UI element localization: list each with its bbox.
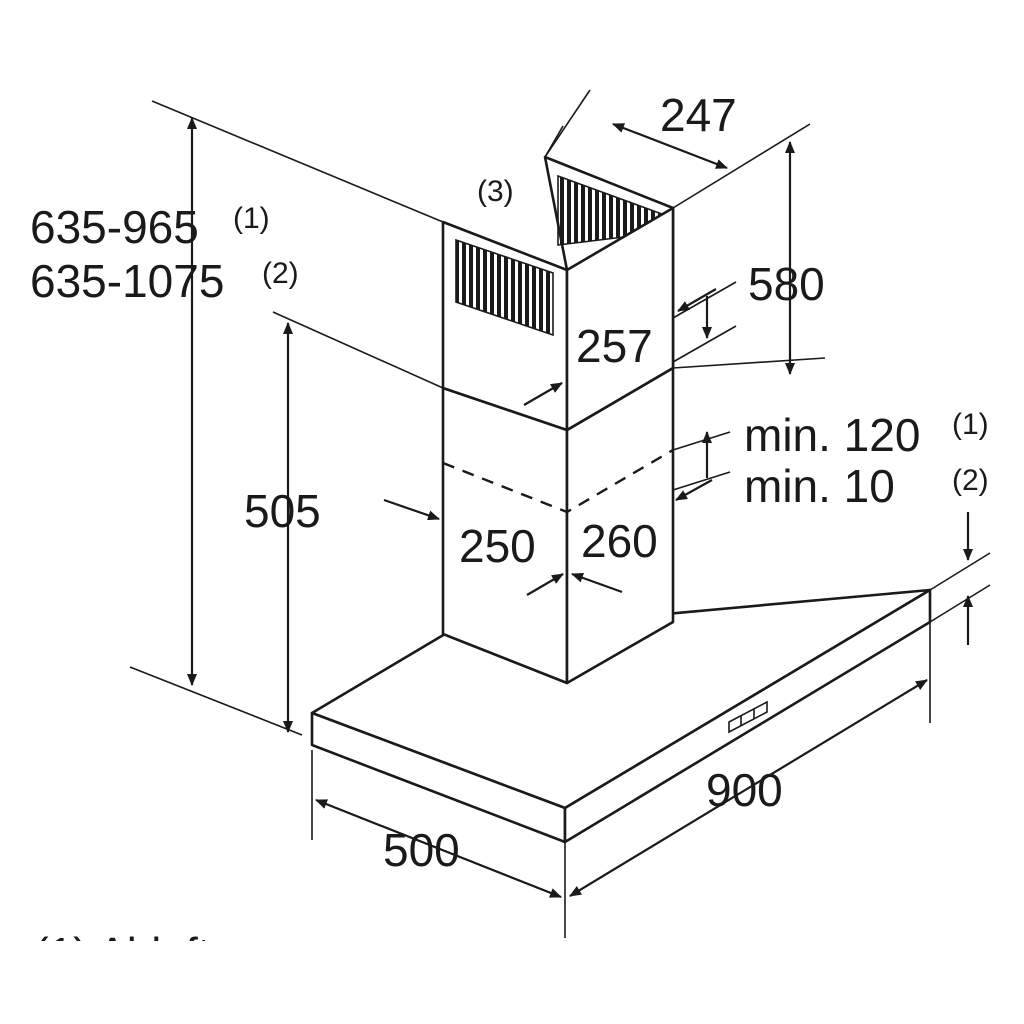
vent-grille-icon bbox=[455, 238, 554, 337]
label-chimney-upper-height: 580 bbox=[748, 258, 825, 310]
extension-lines bbox=[129, 89, 991, 938]
label-height-total-2: 635-1075 bbox=[30, 255, 224, 307]
dim-260-arrow-left-icon bbox=[526, 573, 564, 596]
crop-mask-bottom bbox=[0, 941, 1024, 1024]
label-chimney-upper-width: 257 bbox=[576, 320, 653, 372]
vent-grille-rear-icon bbox=[557, 174, 664, 246]
label-clearance-2-note: (2) bbox=[952, 464, 989, 497]
label-chimney-upper-depth: 247 bbox=[660, 89, 737, 141]
dim-257-arrow-in-icon bbox=[677, 288, 717, 312]
chimney-upper bbox=[441, 155, 675, 432]
label-height-total-1: 635-965 bbox=[30, 201, 199, 253]
overlap-dashed-line bbox=[442, 448, 674, 514]
dimension-labels: 635-965 (1) 635-1075 (2) 505 247 580 257… bbox=[30, 89, 989, 978]
label-hood-depth: 500 bbox=[383, 824, 460, 876]
crop-mask-right bbox=[990, 400, 1024, 510]
label-height-total-1-note: (1) bbox=[233, 202, 270, 235]
dim-260-arrow-right-icon bbox=[571, 572, 623, 594]
label-hood-width: 900 bbox=[706, 764, 783, 816]
dimension-arrows bbox=[187, 117, 973, 899]
label-chimney-lower-depth: 260 bbox=[581, 515, 658, 567]
dim-250-arrow-icon bbox=[383, 498, 440, 521]
dim-clearance-arrow-in-icon bbox=[675, 479, 713, 501]
dim-247-arrow-icon bbox=[612, 122, 728, 170]
dim-500-arrow-icon bbox=[315, 798, 562, 899]
dim-257-arrow-left-icon bbox=[523, 382, 563, 406]
label-height-lower: 505 bbox=[244, 485, 321, 537]
label-chimney-lower-width: 250 bbox=[459, 520, 536, 572]
label-clearance-2: min. 10 bbox=[744, 460, 895, 512]
label-clearance-1: min. 120 bbox=[744, 409, 920, 461]
label-height-total-2-note: (2) bbox=[262, 257, 299, 290]
label-vent-note: (3) bbox=[477, 175, 514, 208]
label-clearance-1-note: (1) bbox=[952, 408, 989, 441]
dim-900-arrow-icon bbox=[569, 679, 928, 897]
